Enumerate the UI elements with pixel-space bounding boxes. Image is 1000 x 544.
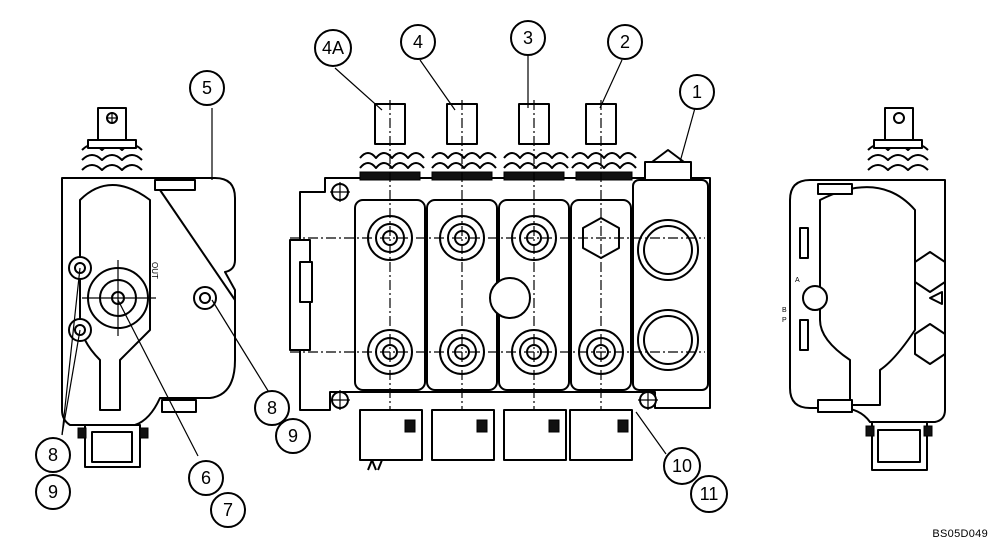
svg-text:2: 2 — [620, 32, 630, 52]
callout-8-left: 8 — [35, 437, 71, 473]
svg-text:8: 8 — [48, 445, 58, 465]
callout-2: 2 — [607, 24, 643, 60]
leader-lines — [61, 56, 696, 457]
out-port-label: OUT — [150, 262, 159, 279]
figure-id-label: BS05D049 — [932, 528, 988, 540]
callout-3: 3 — [510, 20, 546, 56]
port-p-label: P — [782, 317, 787, 324]
inlet-section-1 — [632, 149, 709, 391]
right-end-view: A B P — [782, 107, 946, 471]
svg-text:9: 9 — [288, 426, 298, 446]
port-b-label: B — [782, 307, 787, 314]
svg-text:7: 7 — [223, 500, 233, 520]
callout-7: 7 — [210, 492, 246, 528]
svg-text:4A: 4A — [322, 38, 344, 58]
callout-6: 6 — [188, 460, 224, 496]
left-end-view: OUT — [61, 107, 236, 468]
svg-text:4: 4 — [413, 32, 423, 52]
svg-text:8: 8 — [267, 398, 277, 418]
callout-11: 11 — [690, 475, 728, 513]
svg-text:9: 9 — [48, 482, 58, 502]
svg-text:5: 5 — [202, 78, 212, 98]
callout-1: 1 — [679, 74, 715, 110]
svg-text:1: 1 — [692, 82, 702, 102]
callout-10: 10 — [663, 447, 701, 485]
callout-5: 5 — [189, 70, 225, 106]
center-front-view — [289, 100, 711, 471]
callout-4: 4 — [400, 24, 436, 60]
callout-4a: 4A — [314, 29, 352, 67]
callout-9-left: 9 — [35, 474, 71, 510]
svg-text:11: 11 — [700, 484, 719, 504]
svg-text:6: 6 — [201, 468, 211, 488]
callout-9-right: 9 — [275, 418, 311, 454]
svg-text:10: 10 — [672, 456, 692, 476]
port-a-label: A — [795, 277, 800, 284]
valve-section-2 — [570, 103, 637, 391]
svg-text:3: 3 — [523, 28, 533, 48]
callout-8-right: 8 — [254, 390, 290, 426]
